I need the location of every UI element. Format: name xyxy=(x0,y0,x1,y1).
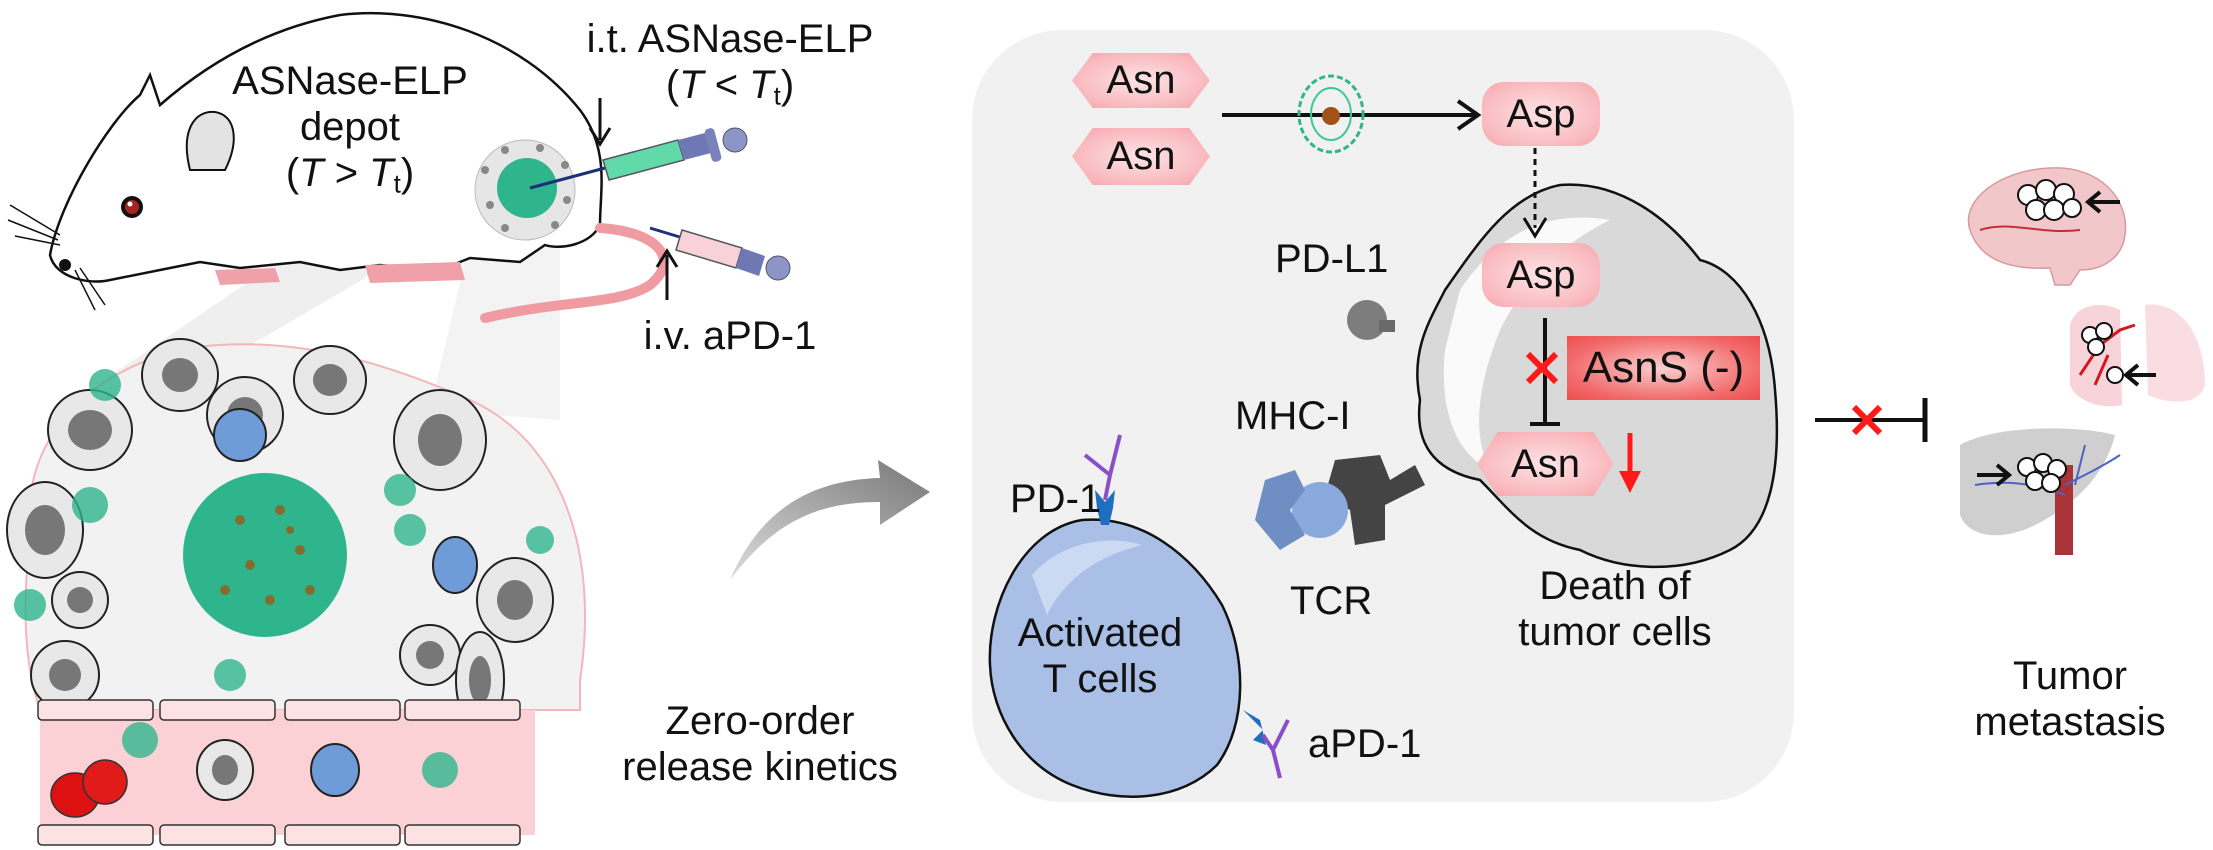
dotted-arrow xyxy=(1522,148,1548,239)
lung-tumor-cluster xyxy=(2081,322,2124,384)
depot-core xyxy=(497,158,557,218)
metastasis-label: Tumor metastasis xyxy=(1960,655,2180,743)
t-cell-1 xyxy=(213,408,267,462)
release-kinetics-label: Zero-order release kinetics xyxy=(590,700,930,788)
asn-substrate-2: Asn xyxy=(1072,128,1210,185)
tcell-label: Activated T cells xyxy=(990,612,1210,700)
it-condition: (T < Tt) xyxy=(665,63,795,111)
conversion-arrow xyxy=(1222,99,1482,131)
liver-icon xyxy=(1960,428,2121,555)
death-label: Death of tumor cells xyxy=(1470,565,1760,653)
pdl1-label: PD-L1 xyxy=(1275,237,1389,281)
it-syringe xyxy=(529,127,748,190)
inhibit-x-icon xyxy=(1525,351,1559,385)
tcell-label-line1: Activated xyxy=(1017,611,1183,655)
elp-depot-cluster xyxy=(183,473,347,637)
pd1-label: PD-1 xyxy=(1010,477,1102,521)
release-label-line1: Zero-order xyxy=(665,699,855,743)
mouse-nose xyxy=(59,259,71,271)
elp-particles xyxy=(14,369,554,691)
t-cell-2 xyxy=(432,536,478,594)
death-label-line1: Death of xyxy=(1539,564,1691,608)
vessel-t-cell xyxy=(310,743,360,797)
endothelial-cells xyxy=(37,699,521,846)
mouse-foot-rear xyxy=(365,262,465,283)
depot-condition: (T > Tt) xyxy=(285,151,415,199)
liver-tumor-cluster xyxy=(2017,453,2067,493)
mhc-tcr-complex-icon xyxy=(1255,455,1425,550)
it-injection-title: i.t. ASNase-ELP xyxy=(586,17,874,61)
it-down-arrow xyxy=(588,98,612,147)
tcr-label: TCR xyxy=(1290,579,1373,623)
tumor-cells xyxy=(6,338,554,729)
mouse-foot-front xyxy=(215,268,280,285)
mouse-ear xyxy=(185,110,235,171)
release-label-line2: release kinetics xyxy=(622,745,898,789)
metastasis-label-line1: Tumor xyxy=(2012,654,2128,698)
vessel-elp-particle xyxy=(422,752,458,788)
tumor-microenvironment xyxy=(6,338,587,846)
asp-product-outside: Asp xyxy=(1482,82,1600,146)
activated-t-cell xyxy=(988,518,1242,798)
metastasis-label-line2: metastasis xyxy=(1974,700,2166,744)
tcell-label-line2: T cells xyxy=(1042,657,1158,701)
it-injection-label: i.t. ASNase-ELP (T < Tt) xyxy=(580,18,880,110)
lung-icon xyxy=(2070,304,2205,407)
mouse-tail xyxy=(480,223,669,323)
brain-tumor-cluster xyxy=(2017,179,2082,221)
asp-product-inside: Asp xyxy=(1482,243,1600,307)
iv-injection-label: i.v. aPD-1 xyxy=(643,314,817,358)
depot-label: ASNase-ELP depot (T > Tt) xyxy=(225,60,475,198)
iv-syringe xyxy=(649,226,791,281)
apd1-label: aPD-1 xyxy=(1308,722,1422,766)
iv-up-arrow xyxy=(655,248,679,300)
blocked-inhibition-icon xyxy=(1815,398,1928,442)
asnase-enzyme-icon xyxy=(1297,74,1365,154)
asn-depleted: Asn xyxy=(1477,432,1614,496)
depot-label-line2: depot xyxy=(299,105,401,149)
depot-label-line1: ASNase-ELP xyxy=(232,59,468,103)
pdl1-icon xyxy=(1347,300,1395,340)
vessel-tumor-cell xyxy=(196,739,254,801)
asns-enzyme-box: AsnS (-) xyxy=(1567,336,1760,400)
red-blood-cells xyxy=(50,759,128,818)
mhc-label: MHC-I xyxy=(1235,394,1351,438)
brain-icon xyxy=(1967,167,2127,286)
decrease-arrow-icon xyxy=(1619,433,1641,493)
pd1-receptor-icon xyxy=(1083,434,1122,525)
asn-substrate-1: Asn xyxy=(1072,53,1210,108)
curved-arrow-icon xyxy=(730,460,930,580)
whiskers xyxy=(7,204,106,311)
apd1-antibody-icon xyxy=(1243,710,1290,779)
zoom-wedge-right xyxy=(430,240,560,420)
death-label-line2: tumor cells xyxy=(1518,610,1712,654)
